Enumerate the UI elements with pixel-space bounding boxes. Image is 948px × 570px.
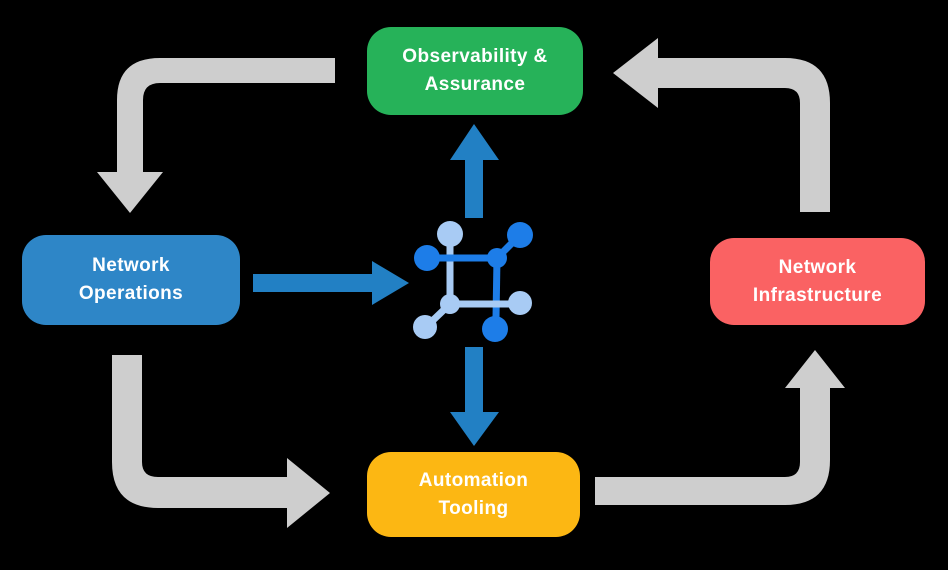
icon-bottom-node <box>482 316 508 342</box>
icon-right-edge-line <box>492 257 501 319</box>
node-observability-assurance: Observability & Assurance <box>367 27 583 115</box>
network-mesh-icon <box>413 221 533 342</box>
arrow-network-infrastructure-to-observability <box>613 38 830 212</box>
arrow-center-to-automation-tooling <box>450 347 499 446</box>
icon-bottom-left-corner-node <box>440 294 460 314</box>
node-automation-tooling-label: Automation Tooling <box>418 469 529 519</box>
icon-left-node <box>414 245 440 271</box>
icon-right-node <box>508 291 532 315</box>
icon-top-right-corner-node <box>487 248 507 268</box>
arrow-network-operations-to-automation-tooling <box>112 355 330 528</box>
node-network-operations-label: Network Operations <box>78 255 184 304</box>
icon-top-node <box>437 221 463 247</box>
arrow-automation-tooling-to-network-infrastructure <box>595 350 845 505</box>
arrow-center-to-observability <box>450 124 499 218</box>
arrow-observability-to-network-operations <box>97 58 335 213</box>
icon-upper-right-node <box>507 222 533 248</box>
node-network-infrastructure-label: Network Infrastructure <box>752 256 883 306</box>
arrow-network-operations-to-center <box>253 261 409 305</box>
node-network-infrastructure: Network Infrastructure <box>710 238 925 325</box>
icon-lower-left-node <box>413 315 437 339</box>
node-automation-tooling: Automation Tooling <box>367 452 580 537</box>
node-network-operations: Network Operations <box>22 235 240 325</box>
node-observability-assurance-label: Observability & Assurance <box>402 46 548 95</box>
